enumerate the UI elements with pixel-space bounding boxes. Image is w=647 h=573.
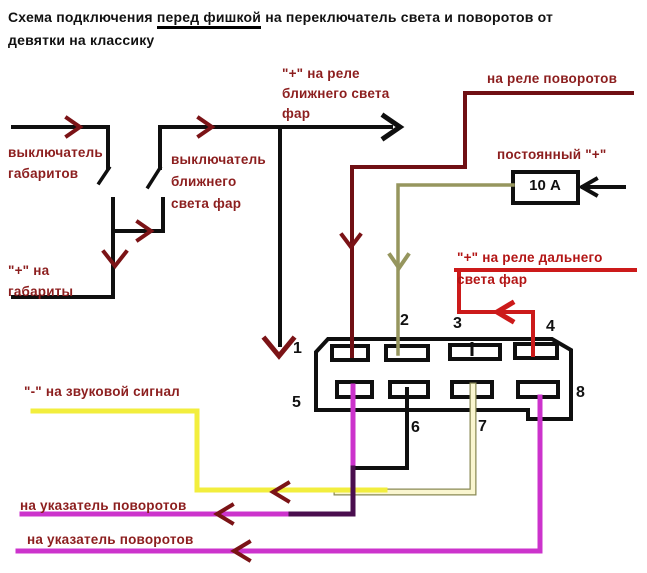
connector-slot-3 [448,343,502,361]
arrow-left-fuse [577,176,599,198]
title-prefix: Схема подключения [8,9,157,25]
wire-pin5-dark-segment [281,465,356,517]
fuse-box [511,170,580,205]
diagram-title: Схема подключения перед фишкой на перекл… [8,6,643,52]
label-constant-plus: постоянный "+" [497,147,607,162]
pin-number-5: 5 [292,394,301,411]
label-turn-indicator-bottom: на указатель поворотов [27,532,194,547]
arrow-down-constant-plus-wire [387,252,411,272]
wire-switch-junction [112,197,165,233]
wire-horn [30,408,388,493]
label-horn: "-" на звуковой сигнал [24,384,180,399]
arrow-down-turn-relay-wire [339,232,363,251]
arrow-right-junction [135,219,155,243]
title-line2: девятки на классику [8,32,155,48]
wire-low-beam-feed [158,125,393,170]
label-low-beam-switch: выключатель ближнего света фар [171,152,266,211]
wire-turn-indicator-bottom [15,394,543,554]
pin-number-8: 8 [576,384,585,401]
switch2-blade [145,165,163,190]
pin-number-2: 2 [400,312,409,329]
pin-number-7: 7 [478,418,487,435]
arrow-right-low-beam-feed [196,115,216,139]
arrow-left-high-beam [492,299,516,325]
arrow-down-pin1-branch [261,335,297,360]
label-marker-switch: выключатель габаритов [8,145,103,181]
pin-number-4: 4 [546,318,555,335]
label-plus-markers: "+" на габариты [8,263,74,299]
wire-pin6 [355,387,409,470]
title-underlined: перед фишкой [156,9,262,29]
wire-marker-switch-feed [11,125,110,170]
arrow-left-turn-indicator-bottom [230,539,252,563]
pin-number-3: 3 [453,315,462,332]
switch1-blade [96,165,112,186]
pin-number-1: 1 [293,340,302,357]
arrow-left-turn-indicator-top [213,502,235,526]
title-suffix: на переключатель света и поворотов от [261,9,554,25]
pin-number-6: 6 [411,419,420,436]
arrow-left-horn-wire [269,480,291,504]
label-turn-indicator-top: на указатель поворотов [20,498,187,513]
label-low-beam-relay: "+" на реле ближнего света фар [282,66,390,121]
arrow-right-marker-feed [64,115,84,139]
label-turn-relay: на реле поворотов [487,71,618,86]
wire-turn-relay [350,91,634,358]
connector-outline [314,337,573,421]
connector-slot-4 [513,342,559,360]
fuse-rating: 10 А [529,177,561,194]
connector-slot-2 [384,344,430,362]
arrow-right-low-beam-relay [380,112,405,142]
wire-constant-plus [396,183,515,356]
label-high-beam-relay: "+" на реле дальнего света фар [457,250,603,287]
arrow-down-plus-markers [101,249,129,270]
